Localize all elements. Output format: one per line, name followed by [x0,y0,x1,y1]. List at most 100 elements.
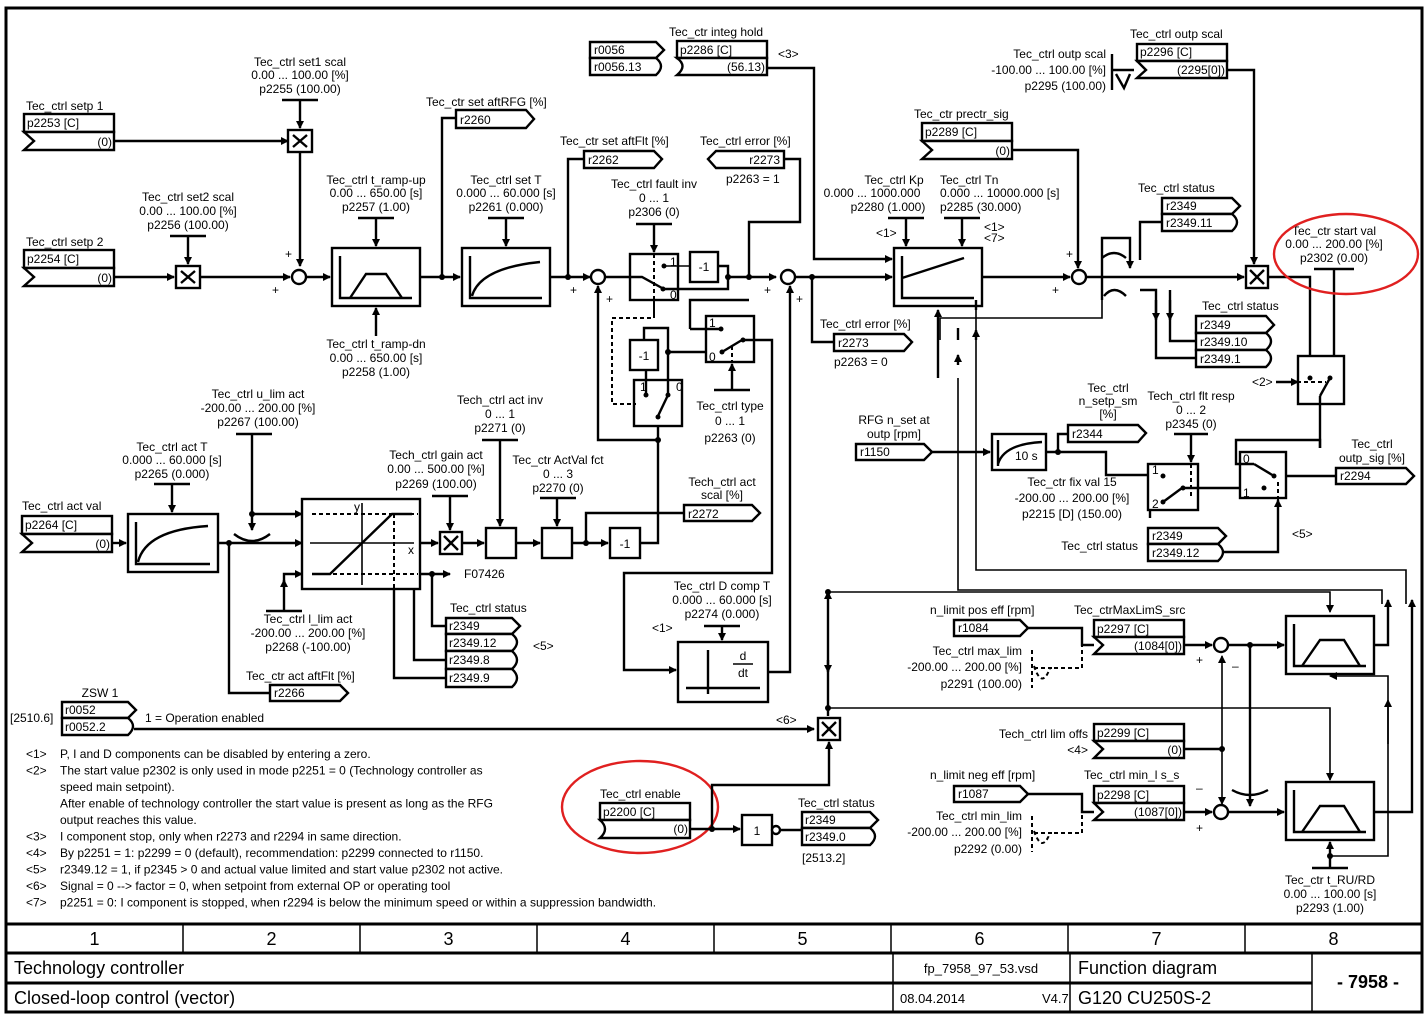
act-aftFlt-connector[interactable]: Tec_ctr act aftFlt [%] r2266 [246,669,355,703]
integ-hold-sources[interactable]: r0056 r0056.13 [588,40,666,77]
rfg-nset-connector[interactable]: RFG n_set at outp [rpm] r1150 [854,413,934,462]
status-mid[interactable]: Tec_ctrl status r2349 r2349.10 r2349.1 [1194,299,1279,369]
minus-sign: – [1232,659,1239,673]
integ-src2: r0056.13 [594,60,642,74]
svg-text:p2345 (0): p2345 (0) [1165,417,1216,431]
d-comp-param: Tec_ctrl D comp T 0.000 ... 60.000 [s] p… [652,579,772,641]
svg-text:0.00 ... 200.00 [%]: 0.00 ... 200.00 [%] [1285,237,1382,251]
summing-junction-4 [1070,268,1088,286]
act-aftFlt-label: Tec_ctr act aftFlt [%] [246,669,355,683]
fault-inv-param: Tec_ctrl fault inv 0 ... 1 p2306 (0) [611,177,697,253]
act-val-connector[interactable]: Tec_ctrl act val p2264 [C] (0) [18,499,114,554]
negate-block-act: -1 [608,526,642,560]
error-connector-bottom[interactable]: Tec_ctrl error [%] r2273 p2263 = 0 [820,317,914,369]
outp-scal-param: Tec_ctrl outp scal -100.00 ... 100.00 [%… [991,47,1134,93]
limiter-block: y x [300,497,422,591]
status-mid-r3: r2349.1 [1200,352,1241,366]
setp-sm-connector[interactable]: Tec_ctrl n_setp_sm [%] r2344 [1066,381,1148,444]
act-status-connector[interactable]: Tec_ctrl status r2349 r2349.12 r2349.8 r… [444,601,554,689]
act-val-param: p2264 [C] [25,518,77,532]
pos-limit-connector[interactable]: n_limit pos eff [rpm] r1084 [930,603,1034,638]
setp-sm-label2: n_setp_sm [1079,394,1138,408]
rfg-nset-label1: RFG n_set at [858,413,930,427]
min-src-connector[interactable]: Tec_ctrl min_l s_s p2298 [C] (1087[0]) [1084,768,1186,822]
pos-limit-param: r1084 [958,621,989,635]
act-status-label: Tec_ctrl status [450,601,527,615]
outp-sig-connector[interactable]: Tec_ctrl outp_sig [%] r2294 [1334,437,1416,486]
svg-text:p2302 (0.00): p2302 (0.00) [1300,251,1368,265]
svg-text:-1: -1 [620,537,631,551]
svg-text:Tec_ctrl type: Tec_ctrl type [696,399,764,413]
max-src-connector[interactable]: Tec_ctrMaxLimS_src p2297 [C] (1084[0]) [1074,603,1185,656]
highlight-start-val [1272,212,1420,296]
zsw-ref: [2510.6] [10,711,53,725]
footnote-text: output reaches this value. [60,813,197,827]
svg-text:0.000 ... 60.000 [s]: 0.000 ... 60.000 [s] [122,453,221,467]
svg-text:Tec_ctrl set1 scal: Tec_ctrl set1 scal [254,55,346,69]
integ-hold-connector[interactable]: Tec_ctr integ hold p2286 [C] (56.13) <3> [669,25,799,77]
footer-file: fp_7958_97_53.vsd [924,961,1038,976]
rfg-max [1284,614,1376,676]
enable-status-connector[interactable]: Tec_ctrl status r2349 r2349.0 [2513.2] [798,796,880,865]
l-lim-param: Tec_ctrl l_lim act -200.00 ... 200.00 [%… [251,570,366,654]
zsw1-connector[interactable]: ZSW 1 [2510.6] r0052 r0052.2 1 = Operati… [10,686,264,737]
svg-text:<1>: <1> [652,621,673,635]
svg-text:Tec_ctrl t_ramp-dn: Tec_ctrl t_ramp-dn [326,337,425,351]
svg-text:p2215 [D] (150.00): p2215 [D] (150.00) [1022,507,1122,521]
footnote-text: After enable of technology controller th… [60,797,493,811]
ctrl-enable-label: Tec_ctrl enable [600,787,681,801]
integ-hold-label: Tec_ctr integ hold [669,25,763,39]
ctrl-enable-param: p2200 [C] [603,805,655,819]
set-T-param: Tec_ctrl set T 0.000 ... 60.000 [s] p226… [456,173,556,247]
actval-fct-param: Tec_ctr ActVal fct 0 ... 3 p2270 (0) [512,453,604,527]
column-number: 2 [266,929,276,949]
rfg-status-connector[interactable]: Tec_ctrl status r2349 r2349.12 [1061,526,1228,563]
footnotes: <1>P, I and D components can be disabled… [26,747,656,910]
svg-text:0: 0 [1243,452,1250,466]
setpoint-2-connector[interactable]: Tec_ctrl setp 2 p2254 [C] (0) [20,235,116,288]
act-scal-label2: scal [%] [701,488,743,502]
ctrl-enable-connector[interactable]: Tec_ctrl enable p2200 [C] (0) [596,787,692,840]
setpoint-filter [460,246,552,308]
svg-text:-200.00 ... 200.00 [%]: -200.00 ... 200.00 [%] [201,401,316,415]
zsw-desc: 1 = Operation enabled [145,711,264,725]
rfg-status-r2: r2349.12 [1152,546,1200,560]
neg-limit-connector[interactable]: n_limit neg eff [rpm] r1087 [930,768,1035,804]
offs-label: Tech_ctrl lim offs [999,727,1088,741]
svg-text:1: 1 [754,824,761,838]
error-connector-top[interactable]: Tec_ctrl error [%] r2273 p2263 = 1 [700,134,791,186]
footnote-text: The start value p2302 is only used in mo… [60,764,483,778]
set-aftFlt-connector[interactable]: Tec_ctr set aftFlt [%] r2262 [560,134,669,170]
fix-val-param: Tec_ctr fix val 15 -200.00 ... 200.00 [%… [1015,475,1172,521]
integ-hold-value: (56.13) [727,60,765,74]
svg-text:-200.00 ... 200.00 [%]: -200.00 ... 200.00 [%] [251,626,366,640]
error-param: r2273 [749,153,780,167]
status-mid-r1: r2349 [1200,318,1231,332]
limit-indicator [1101,251,1127,297]
svg-text:Tec_ctrl act T: Tec_ctrl act T [136,440,208,454]
act-scal-connector[interactable]: Tech_ctrl act scal [%] r2272 [682,475,762,523]
svg-text:0: 0 [709,350,716,364]
act-status-row: r2349.9 [449,671,490,685]
svg-text:p2267 (100.00): p2267 (100.00) [217,415,298,429]
svg-text:p2285 (30.000): p2285 (30.000) [940,200,1021,214]
column-number: 7 [1151,929,1161,949]
footnote-text: I component stop, only when r2273 and r2… [60,830,402,844]
svg-text:Tec_ctr fix val 15: Tec_ctr fix val 15 [1027,475,1117,489]
prectr-sig-connector[interactable]: Tec_ctr prectr_sig p2289 [C] (0) [914,107,1014,161]
setpoint-1-connector[interactable]: Tec_ctrl setp 1 p2253 [C] (0) [20,99,116,152]
svg-text:x: x [408,543,414,557]
svg-text:0.000 ... 1000.000: 0.000 ... 1000.000 [824,186,921,200]
outp-sig-param: r2294 [1340,469,1371,483]
outp-scal-connector[interactable]: Tec_ctrl outp scal p2296 [C] (2295[0]) [1130,27,1229,80]
offs-connector[interactable]: Tech_ctrl lim offs <4> p2299 [C] (0) [999,722,1186,760]
footnote-id: <1> [26,747,47,761]
svg-text:1: 1 [670,255,677,269]
act-inv-block [484,526,518,560]
plus-sign: + [764,283,771,297]
set-aftRFG-connector[interactable]: Tec_ctr set aftRFG [%] r2260 [426,95,547,130]
zsw-label: ZSW 1 [82,686,119,700]
status-top[interactable]: Tec_ctrl status r2349 r2349.11 [1138,181,1242,233]
error-note: p2263 = 0 [834,355,888,369]
plus-sign: + [272,283,279,297]
